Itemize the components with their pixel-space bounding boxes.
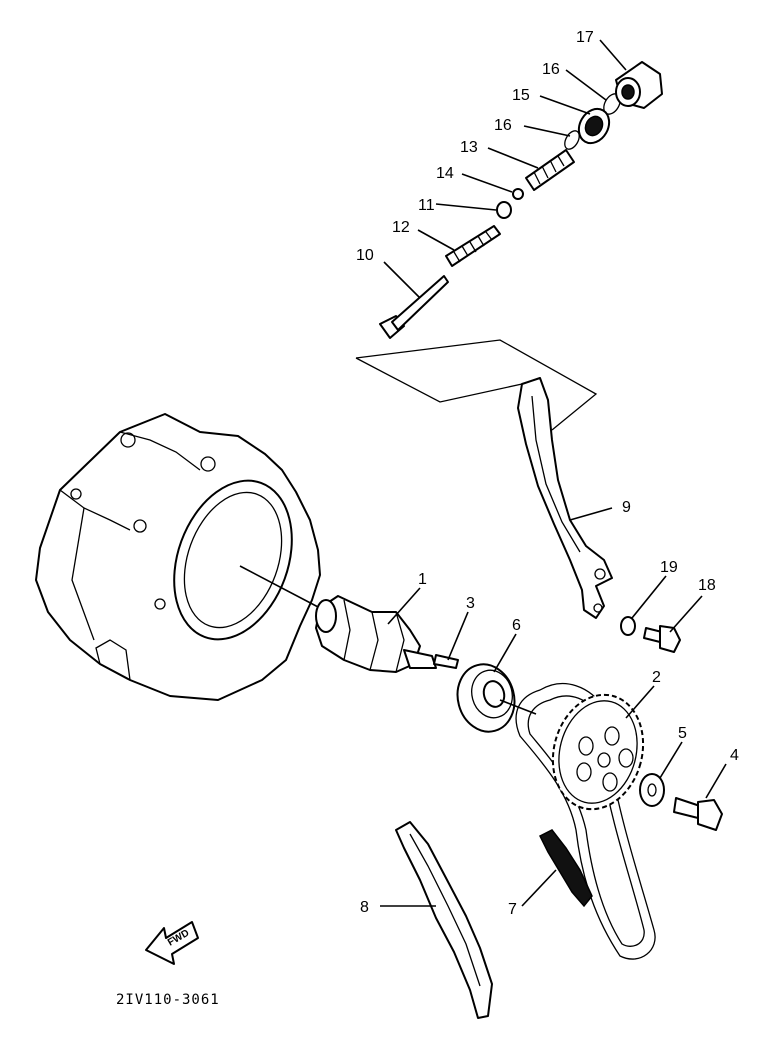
camshaft-bearing [456,663,537,733]
guide-washer [620,616,636,636]
label-part-9: 9 [622,499,631,516]
label-part-16b: 16 [542,61,560,78]
tensioner-spring [445,225,501,267]
label-part-6: 6 [512,617,521,634]
label-part-19: 19 [660,559,678,576]
assembly-line [355,339,598,431]
label-part-15: 15 [512,87,530,104]
label-part-7: 7 [508,901,517,918]
washer [639,773,665,807]
label-part-10: 10 [356,247,374,264]
diagram-code: 2IV110-3061 [116,992,220,1008]
tensioner-housing [577,107,611,145]
label-part-3: 3 [466,595,475,612]
fwd-arrow: FWD [145,921,199,965]
label-part-4: 4 [730,747,739,764]
tensioner-rod [379,275,449,339]
tensioner-ball [512,188,524,200]
label-part-8: 8 [360,899,369,916]
cap-bolt [615,61,663,109]
label-part-17: 17 [576,29,594,46]
camshaft [315,595,437,673]
label-part-1: 1 [418,571,427,588]
assembly-line-2 [355,357,523,403]
label-part-16a: 16 [494,117,512,134]
label-part-2: 2 [652,669,661,686]
label-part-11: 11 [418,197,435,214]
label-part-5: 5 [678,725,687,742]
label-part-12: 12 [392,219,410,236]
cylinder-head [35,413,321,701]
leader-lines [380,39,727,907]
label-part-14: 14 [436,165,454,182]
dowel-pin [433,654,459,669]
guide-bolt [643,625,681,653]
cam-sprocket [551,693,645,811]
tensioner-nut [496,201,512,219]
head-leader [239,565,321,609]
label-part-13: 13 [460,139,478,156]
label-part-18: 18 [698,577,716,594]
sprocket-bolt [673,797,723,831]
tensioner-spring-large [525,149,575,191]
o-ring [564,130,580,150]
tensioner-guide [517,377,613,619]
chain-guide [395,821,493,1019]
